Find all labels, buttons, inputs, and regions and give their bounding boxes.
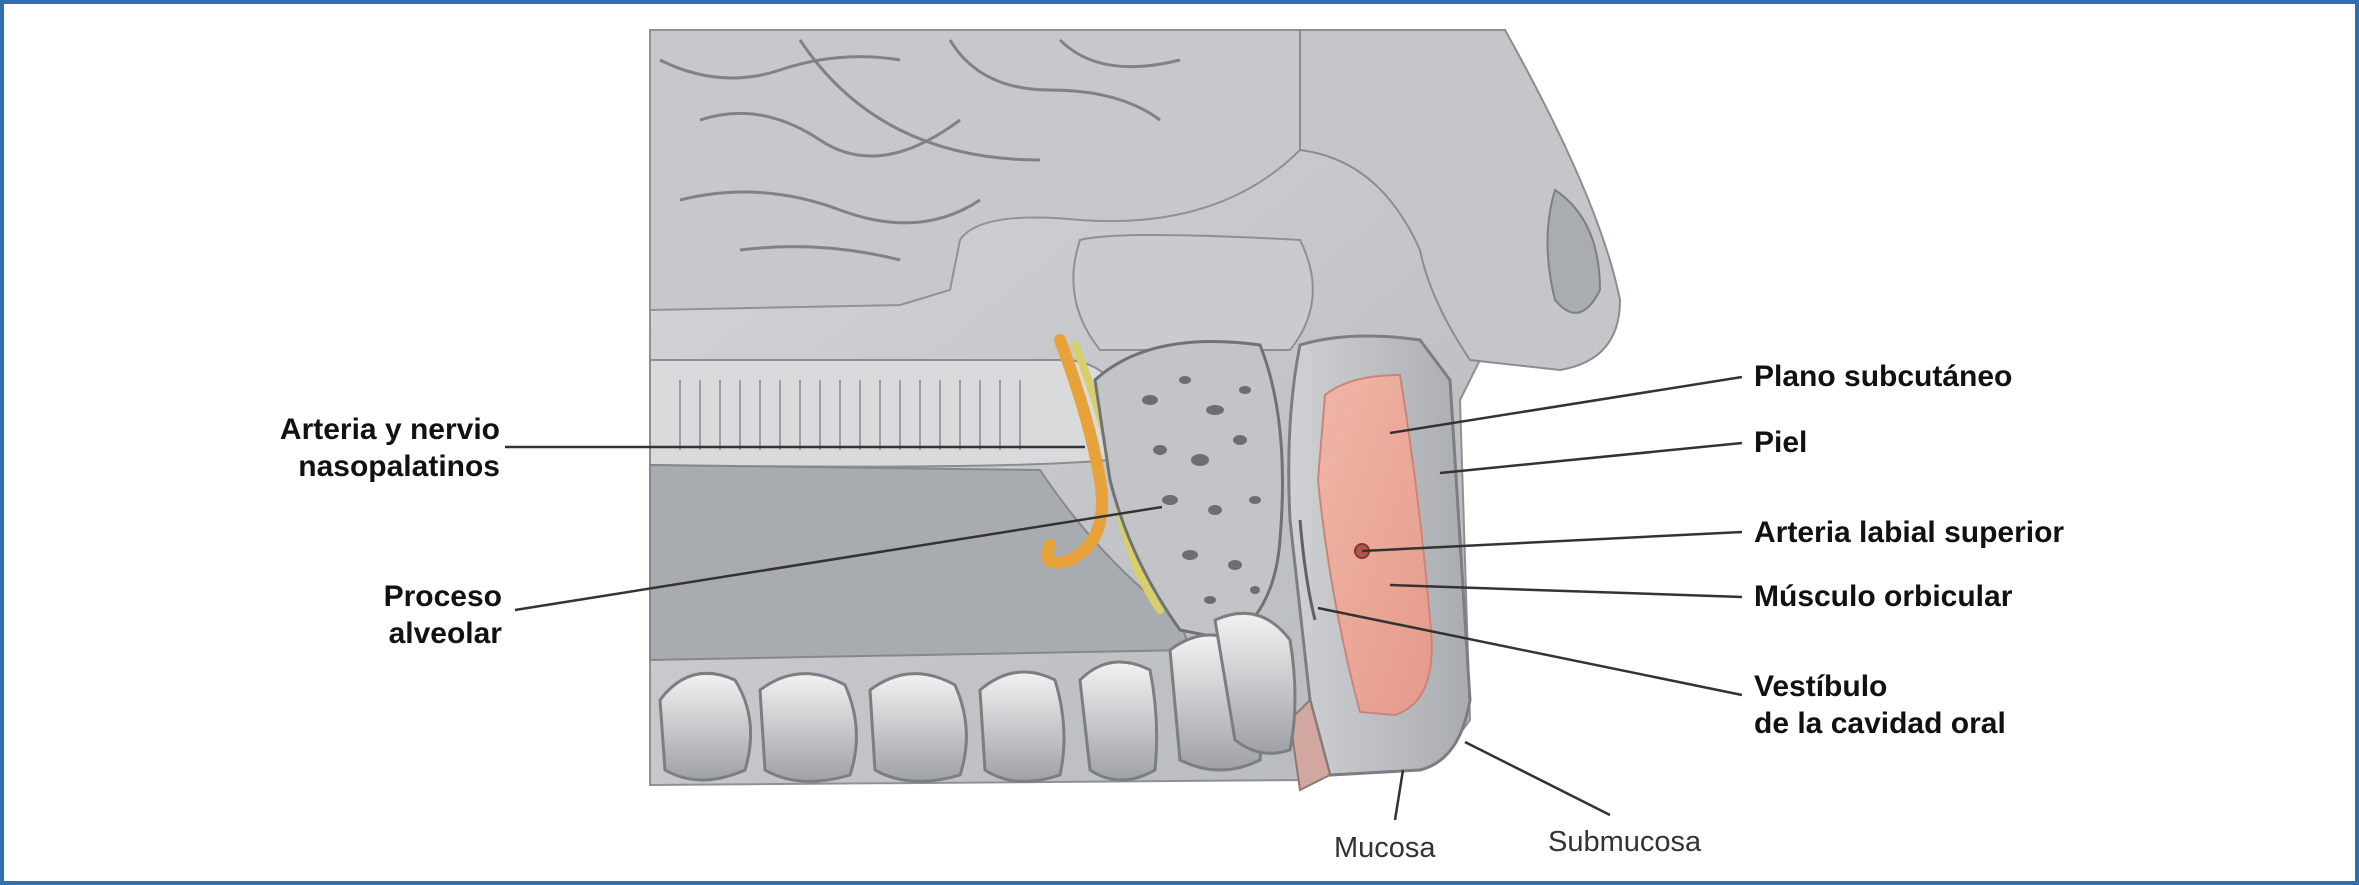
- label-nasopalatine-line-2: nasopalatinos: [200, 448, 500, 485]
- leader-submucosa: [1465, 742, 1610, 815]
- label-submucosa: Submucosa: [1548, 824, 1701, 861]
- label-vestibule-line-2: de la cavidad oral: [1754, 705, 2006, 742]
- label-alveolar-line-2: alveolar: [200, 615, 502, 652]
- label-labial-artery: Arteria labial superior: [1754, 514, 2064, 551]
- label-mucosa: Mucosa: [1334, 830, 1436, 867]
- leader-skin: [1440, 443, 1742, 473]
- label-nasopalatine-line-1: Arteria y nervio: [200, 411, 500, 448]
- label-skin: Piel: [1754, 424, 1807, 461]
- label-alveolar: Proceso alveolar: [200, 578, 502, 652]
- label-subcutaneous: Plano subcutáneo: [1754, 358, 2012, 395]
- label-vestibule-line-1: Vestíbulo: [1754, 668, 2006, 705]
- label-orbicular: Músculo orbicular: [1754, 578, 2012, 615]
- upper-lip: [1289, 336, 1470, 790]
- label-vestibule: Vestíbulo de la cavidad oral: [1754, 668, 2006, 742]
- label-alveolar-line-1: Proceso: [200, 578, 502, 615]
- leader-mucosa: [1395, 770, 1403, 820]
- label-nasopalatine: Arteria y nervio nasopalatinos: [200, 411, 500, 485]
